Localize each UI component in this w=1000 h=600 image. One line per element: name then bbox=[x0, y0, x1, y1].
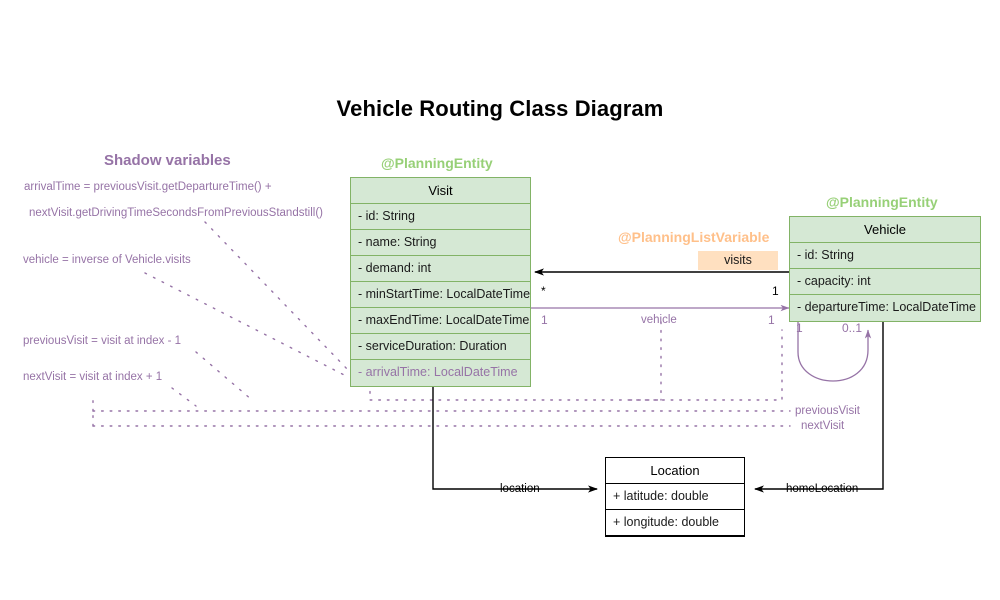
shadow-note-previousvisit: previousVisit = visit at index - 1 bbox=[23, 335, 181, 347]
attribute-visit-maxendtime: - maxEndTime: LocalDateTime bbox=[351, 308, 530, 334]
class-box-location[interactable]: Location + latitude: double + longitude:… bbox=[605, 457, 745, 537]
multiplicity-visits-source: 1 bbox=[772, 284, 779, 298]
leader-previousvisit bbox=[195, 351, 253, 401]
multiplicity-visits-target: * bbox=[541, 284, 546, 298]
attribute-visit-id: - id: String bbox=[351, 204, 530, 230]
attribute-location-longitude: + longitude: double bbox=[606, 510, 744, 536]
leader-arrivaltime bbox=[204, 221, 351, 373]
multiplicity-self-loop-source: 1 bbox=[796, 321, 803, 335]
class-title-vehicle: Vehicle bbox=[790, 217, 980, 243]
shadow-note-arrivaltime-line1: arrivalTime = previousVisit.getDeparture… bbox=[24, 181, 272, 193]
association-label-visits: visits bbox=[698, 251, 778, 270]
class-title-visit: Visit bbox=[351, 178, 530, 204]
attribute-visit-name: - name: String bbox=[351, 230, 530, 256]
shadow-variables-heading: Shadow variables bbox=[104, 152, 231, 169]
attribute-visit-demand: - demand: int bbox=[351, 256, 530, 282]
multiplicity-self-loop-target: 0..1 bbox=[842, 321, 863, 335]
association-label-homelocation: homeLocation bbox=[786, 483, 859, 495]
attribute-vehicle-departuretime: - departureTime: LocalDateTime bbox=[797, 300, 977, 314]
edge-previousvisit-dotted bbox=[92, 394, 791, 412]
multiplicity-vehicle-target: 1 bbox=[768, 313, 775, 327]
association-label-nextvisit: nextVisit bbox=[801, 420, 845, 432]
attribute-vehicle-id: - id: String bbox=[790, 243, 980, 269]
attribute-vehicle-capacity: - capacity: int bbox=[790, 269, 980, 295]
attribute-visit-minstarttime: - minStartTime: LocalDateTime bbox=[351, 282, 530, 308]
shadow-note-nextvisit: nextVisit = visit at index + 1 bbox=[23, 371, 163, 383]
class-box-visit[interactable]: Visit - id: String - name: String - dema… bbox=[350, 177, 531, 387]
leader-vehicle bbox=[144, 272, 351, 379]
page-title: Vehicle Routing Class Diagram bbox=[336, 96, 664, 121]
edge-nextvisit-dotted bbox=[92, 410, 791, 427]
attribute-visit-arrivaltime: - arrivalTime: LocalDateTime bbox=[358, 365, 518, 379]
stereotype-planning-list-variable: @PlanningListVariable bbox=[618, 229, 770, 245]
association-label-location: location bbox=[500, 483, 540, 495]
association-label-vehicle: vehicle bbox=[641, 314, 677, 326]
class-box-vehicle[interactable]: Vehicle - id: String - capacity: int - d… bbox=[789, 216, 981, 322]
class-title-location: Location bbox=[606, 458, 744, 484]
attribute-location-latitude: + latitude: double bbox=[606, 484, 744, 510]
attribute-visit-serviceduration: - serviceDuration: Duration bbox=[351, 334, 530, 360]
edge-location bbox=[432, 383, 598, 493]
edge-vehicle-shadow-dotted bbox=[629, 321, 662, 401]
stereotype-vehicle-planning-entity: @PlanningEntity bbox=[826, 194, 938, 210]
association-label-previousvisit: previousVisit bbox=[795, 405, 860, 417]
multiplicity-vehicle-source: 1 bbox=[541, 313, 548, 327]
leader-nextvisit bbox=[171, 387, 197, 407]
stereotype-visit-planning-entity: @PlanningEntity bbox=[381, 155, 493, 171]
shadow-note-vehicle: vehicle = inverse of Vehicle.visits bbox=[23, 254, 191, 266]
shadow-note-arrivaltime-line2: nextVisit.getDrivingTimeSecondsFromPrevi… bbox=[29, 207, 323, 219]
